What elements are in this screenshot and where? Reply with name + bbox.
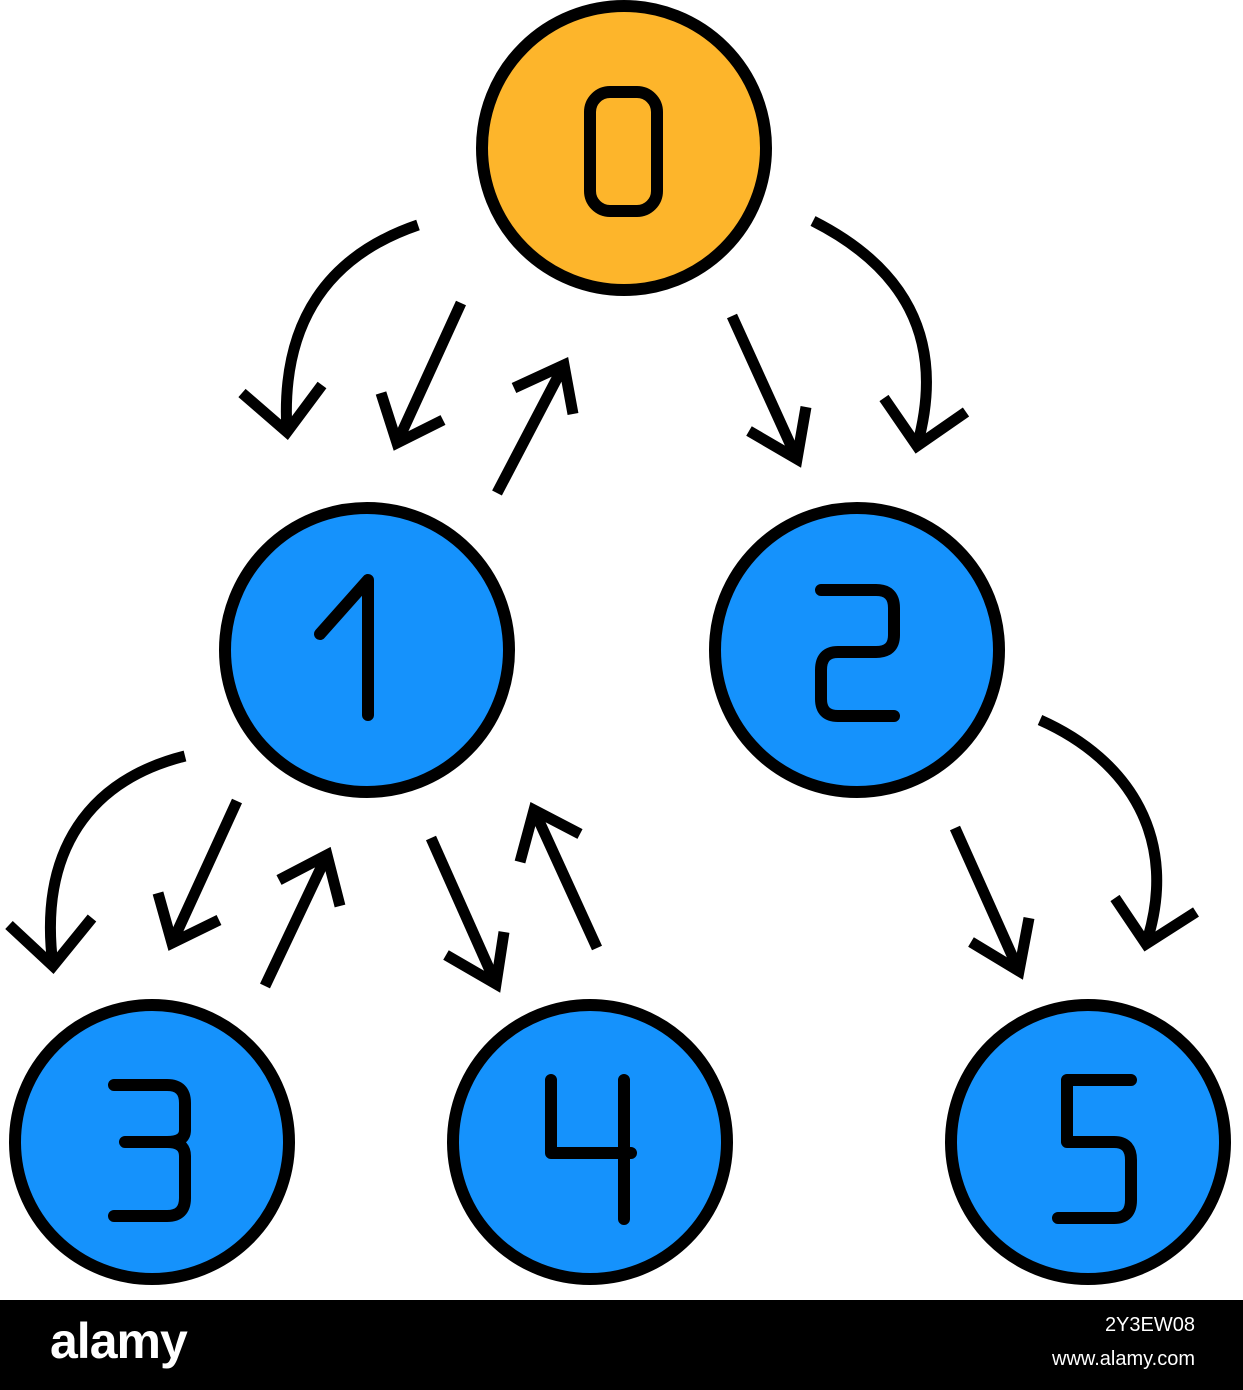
arrow-1-to-3 [152, 798, 243, 951]
node-4-circle [447, 999, 733, 1285]
watermark-footer: alamy 2Y3EW08 www.alamy.com [0, 1300, 1243, 1390]
arrow-curve-1-to-3 [5, 750, 187, 975]
node-0 [476, 0, 772, 296]
brand-logo: alamy [50, 1313, 188, 1369]
node-2 [709, 502, 1005, 798]
node-0-circle [476, 0, 772, 296]
arrow-1-to-0 [492, 357, 579, 496]
arrow-0-to-2 [726, 313, 812, 468]
digit-5-glyph [1052, 1074, 1137, 1224]
arrow-4-to-1 [514, 801, 603, 951]
site-url: www.alamy.com [1052, 1348, 1195, 1370]
node-5 [945, 999, 1231, 1285]
digit-2-glyph [815, 584, 900, 722]
arrow-curve-2-to-5 [1037, 714, 1199, 952]
arrow-curve-0-to-1 [238, 219, 420, 441]
arrow-1-to-4 [425, 835, 510, 993]
arrow-curve-0-to-2 [810, 216, 970, 454]
arrow-3-to-1 [260, 846, 346, 989]
digit-0-glyph [584, 86, 663, 217]
node-1 [219, 502, 515, 798]
image-code: 2Y3EW08 [1104, 1314, 1195, 1336]
arrow-0-to-1 [375, 300, 467, 451]
node-4 [447, 999, 733, 1285]
digit-4-glyph [545, 1074, 637, 1225]
nodes [9, 0, 1231, 1285]
arrow-2-to-5 [949, 825, 1035, 980]
edges [5, 216, 1199, 993]
tree-diagram [5, 0, 1231, 1285]
digit-3-glyph [108, 1079, 191, 1222]
node-3 [9, 999, 295, 1285]
digit-1-glyph [314, 574, 374, 721]
